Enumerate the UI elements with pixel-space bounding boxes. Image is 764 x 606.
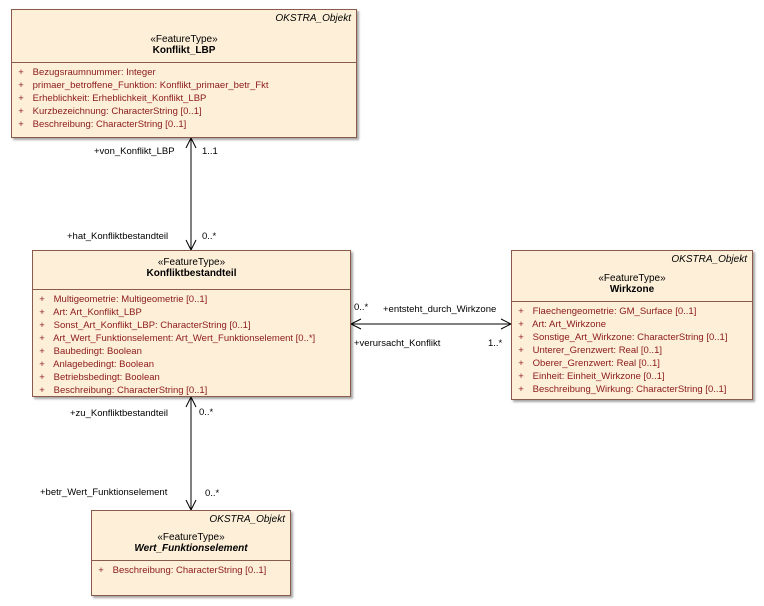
- class-name: Konflikt_LBP: [152, 45, 216, 56]
- attribute[interactable]: + Beschreibung: CharacterString [0..1]: [98, 565, 267, 576]
- attribute[interactable]: + Beschreibung: CharacterString [0..1]: [39, 385, 208, 396]
- multiplicity-label: 1..1: [202, 146, 218, 157]
- attribute[interactable]: + Einheit: Einheit_Wirkzone [0..1]: [518, 371, 665, 382]
- attribute[interactable]: + Sonst_Art_Konflikt_LBP: CharacterStrin…: [39, 320, 251, 331]
- multiplicity-label: 1..*: [488, 338, 503, 349]
- stereotype-label: «FeatureType»: [598, 273, 666, 284]
- attribute[interactable]: + Beschreibung: CharacterString [0..1]: [18, 119, 187, 130]
- role-label: +verursacht_Konflikt: [354, 338, 441, 349]
- arrowhead-up: [185, 136, 197, 149]
- multiplicity-label: 0..*: [205, 488, 220, 499]
- attribute[interactable]: + Multigeometrie: Multigeometrie [0..1]: [39, 294, 208, 305]
- role-label: +hat_Konfliktbestandteil: [67, 231, 169, 242]
- attribute[interactable]: + Unterer_Grenzwert: Real [0..1]: [518, 345, 662, 356]
- role-label: +betr_Wert_Funktionselement: [40, 487, 168, 498]
- multiplicity-label: 0..*: [354, 302, 369, 313]
- attribute[interactable]: + Oberer_Grenzwert: Real [0..1]: [518, 358, 660, 369]
- class-name: Wirkzone: [609, 284, 655, 295]
- stereotype-label: «FeatureType»: [157, 257, 226, 268]
- attribute-list: + Flaechengeometrie: GM_Surface [0..1] +…: [512, 302, 752, 396]
- attribute[interactable]: + Baubedingt: Boolean: [39, 346, 142, 357]
- attribute[interactable]: + primaer_betroffene_Funktion: Konflikt_…: [18, 80, 269, 91]
- attribute-list: + Multigeometrie: Multigeometrie [0..1] …: [33, 290, 350, 397]
- multiplicity-label: 0..*: [199, 407, 214, 418]
- package-label: OKSTRA_Objekt: [671, 254, 747, 265]
- attribute[interactable]: + Flaechengeometrie: GM_Surface [0..1]: [518, 306, 697, 317]
- role-label: +zu_Konfliktbestandteil: [70, 408, 168, 419]
- attribute[interactable]: + Bezugsraumnummer: Integer: [18, 67, 156, 78]
- class-konfliktbestandteil[interactable]: «FeatureType» Konfliktbestandteil + Mult…: [32, 250, 351, 397]
- class-wert-funktionselement[interactable]: OKSTRA_Objekt «FeatureType» Wert_Funktio…: [91, 510, 291, 596]
- class-name: Konfliktbestandteil: [146, 268, 237, 279]
- arrowhead-up: [185, 395, 197, 408]
- arrowhead-left: [349, 318, 362, 330]
- attribute[interactable]: + Anlagebedingt: Boolean: [39, 359, 155, 370]
- stereotype-label: «FeatureType»: [150, 34, 218, 45]
- attribute[interactable]: + Art_Wert_Funktionselement: Art_Wert_Fu…: [39, 333, 316, 344]
- package-label: OKSTRA_Objekt: [209, 514, 285, 525]
- attribute[interactable]: + Erheblichkeit: Erheblichkeit_Konflikt_…: [18, 93, 207, 104]
- role-label: +von_Konflikt_LBP: [94, 146, 175, 157]
- package-label: OKSTRA_Objekt: [275, 13, 351, 24]
- multiplicity-label: 0..*: [202, 231, 217, 242]
- attribute[interactable]: + Art: Art_Wirkzone: [518, 319, 607, 330]
- attribute[interactable]: + Sonstige_Art_Wirkzone: CharacterString…: [518, 332, 728, 343]
- attribute-list: + Bezugsraumnummer: Integer + primaer_be…: [12, 63, 356, 131]
- attribute[interactable]: + Kurzbezeichnung: CharacterString [0..1…: [18, 106, 202, 117]
- class-wirkzone[interactable]: OKSTRA_Objekt «FeatureType» Wirkzone + F…: [511, 250, 753, 400]
- role-label: +entsteht_durch_Wirkzone: [383, 304, 497, 315]
- class-name: Wert_Funktionselement: [134, 543, 248, 554]
- stereotype-label: «FeatureType»: [157, 532, 225, 543]
- attribute[interactable]: + Beschreibung_Wirkung: CharacterString …: [518, 384, 727, 395]
- attribute[interactable]: + Betriebsbedingt: Boolean: [39, 372, 160, 383]
- attribute-list: + Beschreibung: CharacterString [0..1]: [92, 561, 290, 577]
- attribute[interactable]: + Art: Art_Konflikt_LBP: [39, 307, 142, 318]
- class-konflikt-lbp[interactable]: OKSTRA_Objekt «FeatureType» Konflikt_LBP…: [11, 9, 357, 138]
